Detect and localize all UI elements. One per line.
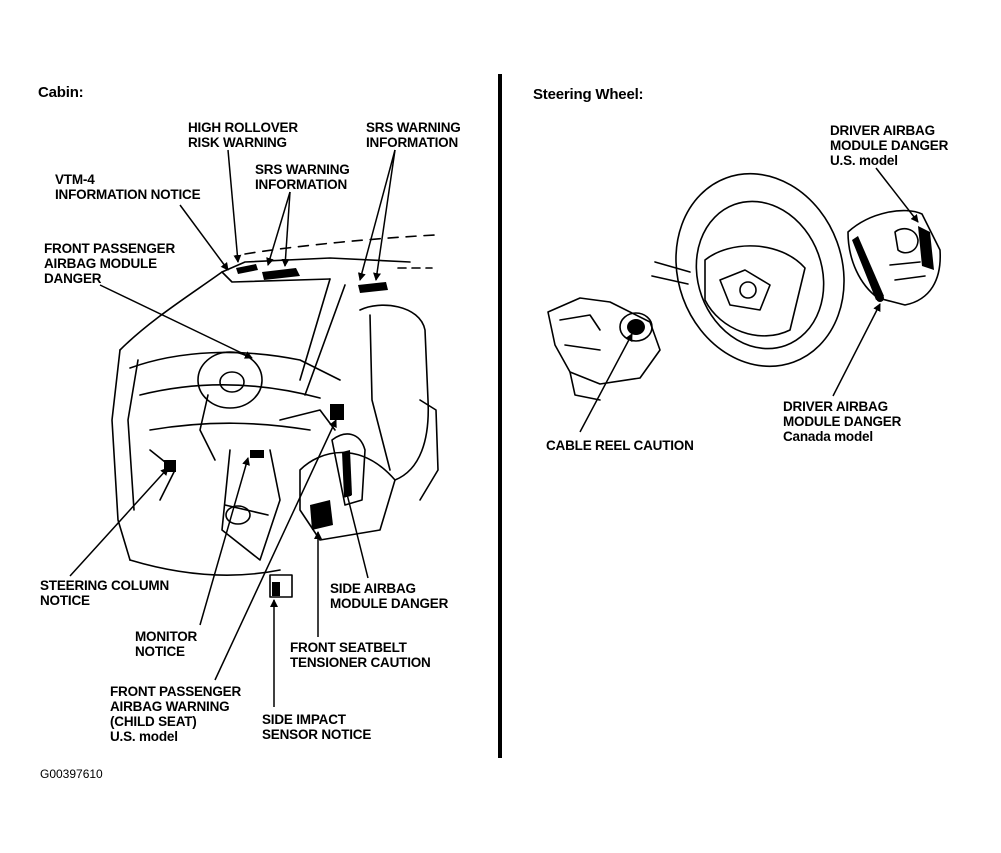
- label-seatbelt: FRONT SEATBELT TENSIONER CAUTION: [290, 640, 431, 670]
- figure-code: G00397610: [40, 767, 103, 781]
- label-high-rollover: HIGH ROLLOVER RISK WARNING: [188, 120, 298, 150]
- cabin-drawing: [111, 234, 439, 598]
- steering-drawing: [547, 172, 941, 401]
- label-driver-airbag-canada-model: Canada model: [783, 429, 873, 444]
- cabin-title: Cabin:: [38, 84, 84, 101]
- label-front-passenger-warning-model: U.S. model: [110, 729, 178, 744]
- steering-wheel-title: Steering Wheel:: [533, 86, 644, 103]
- steering-leaders: [579, 167, 919, 433]
- cabin-labels-patches: [164, 264, 388, 596]
- label-cable-reel: CABLE REEL CAUTION: [546, 438, 694, 453]
- label-vtm4: VTM-4 INFORMATION NOTICE: [55, 172, 201, 202]
- label-front-passenger-warning: FRONT PASSENGER AIRBAG WARNING (CHILD SE…: [110, 684, 242, 729]
- steering-labels-patches: [627, 226, 934, 335]
- label-steering-column: STEERING COLUMN NOTICE: [40, 578, 170, 608]
- panel-divider: [498, 74, 502, 758]
- label-driver-airbag-us: DRIVER AIRBAG MODULE DANGER: [830, 123, 949, 153]
- label-side-airbag: SIDE AIRBAG MODULE DANGER: [330, 581, 449, 611]
- label-driver-airbag-canada: DRIVER AIRBAG MODULE DANGER: [783, 399, 902, 429]
- label-driver-airbag-us-model: U.S. model: [830, 153, 898, 168]
- label-front-passenger-danger: FRONT PASSENGER AIRBAG MODULE DANGER: [44, 241, 176, 286]
- label-side-impact: SIDE IMPACT SENSOR NOTICE: [262, 712, 372, 742]
- cabin-leaders: [69, 149, 396, 707]
- label-srs-info-center: SRS WARNING INFORMATION: [255, 162, 350, 192]
- label-monitor: MONITOR NOTICE: [135, 629, 198, 659]
- label-srs-info-right: SRS WARNING INFORMATION: [366, 120, 461, 150]
